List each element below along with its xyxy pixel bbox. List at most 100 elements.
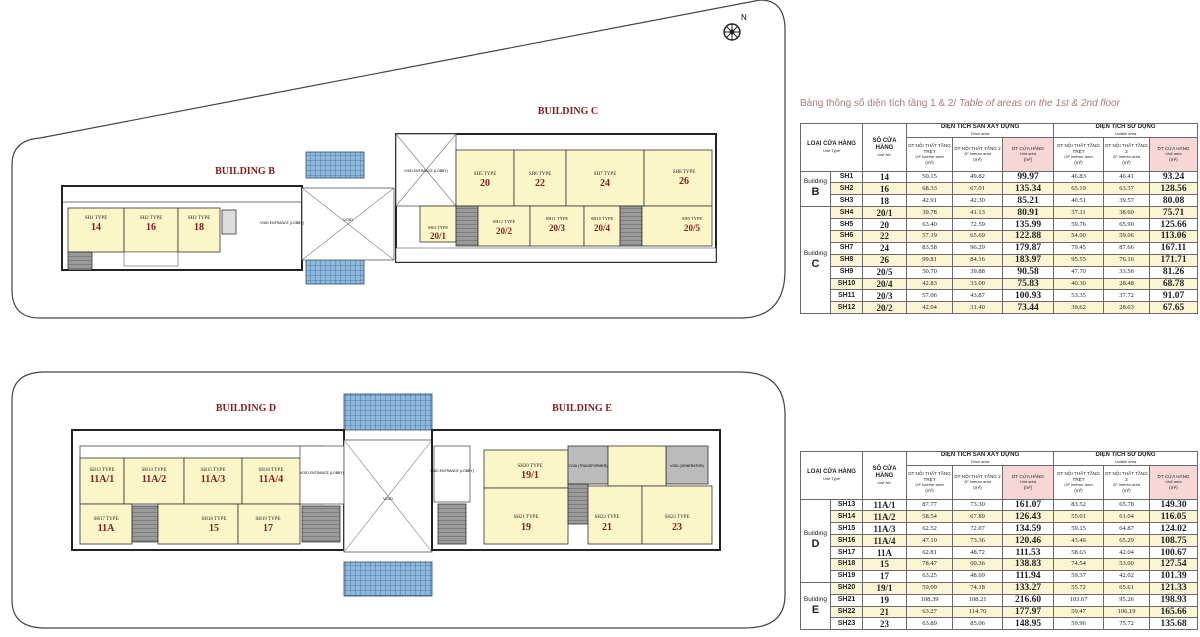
stair xyxy=(131,505,159,543)
cell-u-unit: 113.06 xyxy=(1149,229,1199,243)
cell-f-2f: 39.88 xyxy=(952,265,1004,279)
cell-u-gf: 59.76 xyxy=(1053,218,1105,231)
unit-no-label: 11A/4 xyxy=(259,474,283,485)
cell-f-unit: 216.60 xyxy=(1002,593,1055,607)
cell-u-unit: 167.11 xyxy=(1149,241,1199,255)
void-entrance-label: VOID ENTRANCE (LOBBY) xyxy=(430,469,474,473)
cell-f-unit: 100.93 xyxy=(1002,289,1055,303)
unit-type-label: SH21 TYPE xyxy=(513,515,538,520)
void-entrance xyxy=(433,445,471,503)
header-no-vi: SỐ CỬA HÀNG xyxy=(872,137,897,151)
unit-type-label: SH17 TYPE xyxy=(93,517,118,522)
cell-no: 20 xyxy=(862,218,908,231)
cell-no: 11A/1 xyxy=(862,498,908,512)
cell-no: 19/1 xyxy=(862,581,908,595)
cell-f-unit: 75.83 xyxy=(1002,277,1055,291)
cell-code: SH7 xyxy=(829,241,864,255)
cell-u-2f: 76.16 xyxy=(1103,253,1151,267)
unit-no-label: 20/3 xyxy=(549,223,566,233)
cell-f-2f: 74.18 xyxy=(952,581,1004,595)
cell-f-unit: 148.95 xyxy=(1002,617,1055,631)
cell-u-gf: 65.19 xyxy=(1053,182,1105,196)
cell-f-gf: 63.89 xyxy=(906,617,954,631)
cell-u-unit: 198.93 xyxy=(1149,593,1199,607)
cell-f-gf: 50.15 xyxy=(906,170,954,184)
unit-sh23 xyxy=(641,485,713,545)
cell-no: 20/1 xyxy=(862,206,908,220)
table-title-vi: Bảng thông số diện tích tầng 1 & 2/ xyxy=(800,98,957,109)
cell-f-gf: 108.39 xyxy=(906,593,954,607)
cell-f-unit: 134.59 xyxy=(1002,522,1055,536)
cell-f-gf: 63.27 xyxy=(906,605,954,619)
unit-sh6 xyxy=(513,149,567,207)
cell-f-2f: 65.69 xyxy=(952,229,1004,243)
header-type-en: Unit Type xyxy=(823,476,840,481)
unit-no-label: 20/4 xyxy=(594,223,611,233)
unit-sh1 xyxy=(67,207,125,253)
bottom-unit-labels: SH13 TYPE 11A/1 SH14 TYPE 11A/2 SH15 TYP… xyxy=(89,464,689,534)
cell-u-gf: 40.51 xyxy=(1053,194,1105,208)
unit-sh8 xyxy=(643,149,713,207)
table-title-en: Table of areas on the 1st & 2nd floor xyxy=(956,98,1120,109)
cell-f-gf: 59.09 xyxy=(906,581,954,595)
cell-u-2f: 42.02 xyxy=(1103,569,1151,583)
cell-u-unit: 68.78 xyxy=(1149,277,1199,291)
cell-u-2f: 37.72 xyxy=(1103,289,1151,303)
cell-f-unit: 135.99 xyxy=(1002,218,1055,231)
unit-type-label: SH1 TYPE xyxy=(85,216,108,221)
unit-sh21 xyxy=(483,487,569,545)
header-type-vi: LOẠI CỬA HÀNG xyxy=(807,469,856,475)
unit-no-label: 14 xyxy=(91,222,101,233)
cell-code: SH3 xyxy=(829,194,864,208)
cell-u-unit: 100.67 xyxy=(1149,546,1199,559)
cell-u-gf: 59.15 xyxy=(1053,522,1105,536)
col-header-floor-area: DIỆN TÍCH SÀN XÂY DỰNG Floor area xyxy=(906,123,1055,138)
unit-no-label: 20/2 xyxy=(496,226,513,236)
cell-code: SH19 xyxy=(829,569,864,583)
cell-f-unit: 138.83 xyxy=(1002,557,1055,571)
cell-f-2f: 48.72 xyxy=(952,546,1004,559)
glass-canopy xyxy=(343,561,433,597)
cell-u-gf: 95.55 xyxy=(1053,253,1105,267)
cell-f-2f: 114.70 xyxy=(952,605,1004,619)
cell-code: SH2 xyxy=(829,182,864,196)
floor-plans: N BUILDING B xyxy=(11,0,786,629)
cell-no: 20/3 xyxy=(862,289,908,303)
void-entrance-label: VOID ENTRANCE (LOBBY) xyxy=(404,169,448,173)
glass-canopy xyxy=(305,257,365,285)
header-no-en: Unit No. xyxy=(877,151,892,157)
cell-u-2f: 64.87 xyxy=(1103,522,1151,536)
cell-f-2f: 49.82 xyxy=(952,170,1004,184)
building-d-title: BUILDING D xyxy=(216,403,276,414)
header-usable-vi: DIỆN TÍCH SỬ DỤNG xyxy=(1095,452,1156,458)
stair xyxy=(619,205,643,247)
unit-type-label: SH11 TYPE xyxy=(546,216,569,221)
top-unit-labels: SH1 TYPE 14 SH2 TYPE 16 SH3 TYPE 18 SH4 … xyxy=(85,170,703,241)
building-word: Building xyxy=(803,178,828,186)
void-transformer-label: VOID (TRANSFORMER) xyxy=(569,464,608,468)
cell-f-gf: 39.78 xyxy=(906,206,954,220)
cell-f-2f: 85.06 xyxy=(952,617,1004,631)
cell-f-2f: 96.29 xyxy=(952,241,1004,255)
cell-u-gf: 43.46 xyxy=(1053,534,1105,548)
cell-f-2f: 48.69 xyxy=(952,569,1004,583)
cell-u-2f: 42.04 xyxy=(1103,546,1151,559)
cell-code: SH12 xyxy=(829,301,864,315)
cell-code: SH21 xyxy=(829,593,864,607)
glass-canopy xyxy=(343,393,433,431)
building-word: Building xyxy=(803,530,828,538)
cell-u-gf: 83.52 xyxy=(1053,498,1105,512)
